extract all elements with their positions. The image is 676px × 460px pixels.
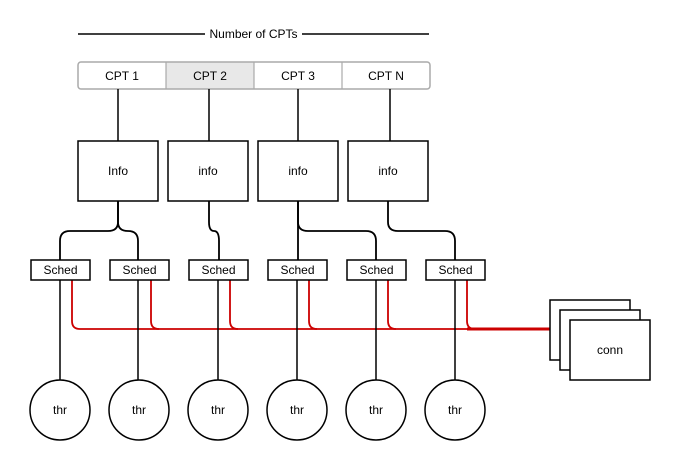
sched-boxes: Sched Sched Sched Sched Sched Sched bbox=[30, 259, 486, 281]
thread-label: thr bbox=[448, 403, 462, 417]
thread-label: thr bbox=[53, 403, 67, 417]
conn-line bbox=[466, 280, 476, 330]
connector-line bbox=[59, 201, 119, 261]
thread-circle bbox=[108, 379, 170, 441]
info-box bbox=[167, 140, 249, 202]
sched-label: Sched bbox=[438, 263, 472, 277]
conn-stack: conn bbox=[549, 299, 651, 381]
conn-label: conn bbox=[597, 343, 623, 357]
thread-circle bbox=[187, 379, 249, 441]
thread-label: thr bbox=[211, 403, 225, 417]
conn-line bbox=[308, 280, 318, 330]
cpt-3-label: CPT 3 bbox=[281, 69, 315, 83]
sched-box bbox=[346, 259, 407, 281]
cpt-info-connectors bbox=[117, 89, 391, 141]
sched-label: Sched bbox=[280, 263, 314, 277]
info-sched-connectors bbox=[59, 201, 456, 261]
sched-box bbox=[267, 259, 328, 281]
info-box bbox=[257, 140, 339, 202]
connector-line bbox=[297, 201, 377, 261]
cpt-1-label: CPT 1 bbox=[105, 69, 139, 83]
thread-circle bbox=[29, 379, 91, 441]
sched-box bbox=[188, 259, 249, 281]
info-label: info bbox=[378, 164, 398, 178]
thread-label: thr bbox=[132, 403, 146, 417]
sched-label: Sched bbox=[43, 263, 77, 277]
cpt-n-label: CPT N bbox=[368, 69, 404, 83]
thread-circles: thr thr thr thr thr thr bbox=[29, 379, 486, 441]
header-label: Number of CPTs bbox=[209, 27, 297, 41]
cpt-2-highlight bbox=[166, 62, 254, 89]
info-boxes: Info info info info bbox=[77, 140, 429, 202]
cpt-2-label: CPT 2 bbox=[193, 69, 227, 83]
info-box bbox=[347, 140, 429, 202]
sched-box bbox=[109, 259, 170, 281]
sched-label: Sched bbox=[359, 263, 393, 277]
info-label: info bbox=[198, 164, 218, 178]
info-label: Info bbox=[108, 164, 128, 178]
sched-label: Sched bbox=[201, 263, 235, 277]
conn-line bbox=[71, 280, 550, 330]
conn-line bbox=[387, 280, 397, 330]
info-label: info bbox=[288, 164, 308, 178]
connector-line bbox=[387, 201, 456, 261]
connector-line bbox=[208, 201, 220, 261]
conn-box-front bbox=[569, 319, 651, 381]
sched-label: Sched bbox=[122, 263, 156, 277]
sched-box bbox=[30, 259, 91, 281]
thread-circle bbox=[345, 379, 407, 441]
conn-line bbox=[229, 280, 239, 330]
sched-box bbox=[425, 259, 486, 281]
thread-circle bbox=[266, 379, 328, 441]
cpt-strip: CPT 1 CPT 2 CPT 3 CPT N bbox=[77, 61, 431, 90]
info-box bbox=[77, 140, 159, 202]
connector-line bbox=[117, 201, 139, 261]
sched-thread-connectors bbox=[59, 280, 456, 380]
conn-line bbox=[150, 280, 160, 330]
thread-label: thr bbox=[369, 403, 383, 417]
thread-label: thr bbox=[290, 403, 304, 417]
conn-bus bbox=[71, 280, 550, 331]
thread-circle bbox=[424, 379, 486, 441]
